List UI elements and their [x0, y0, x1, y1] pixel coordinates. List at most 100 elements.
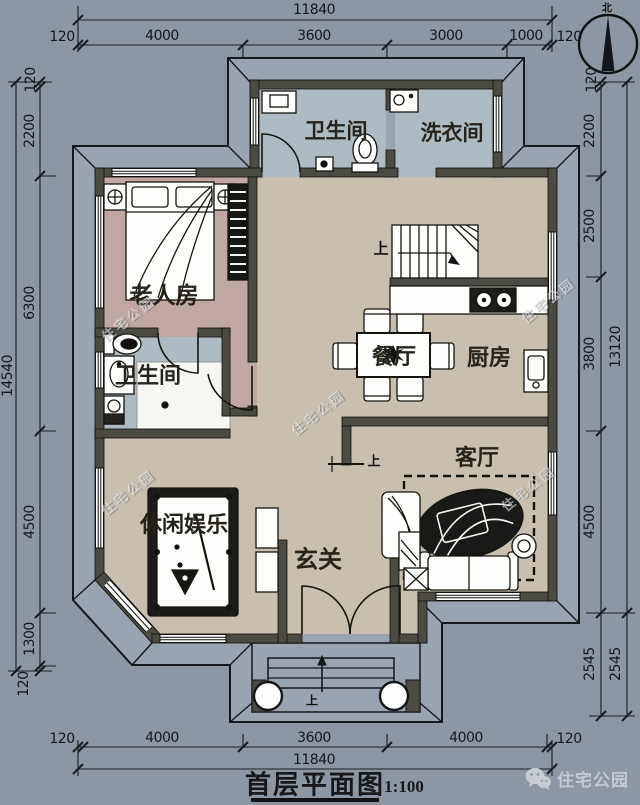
- billiard-table: [147, 487, 239, 617]
- north-label: 北: [602, 3, 612, 15]
- windows: [95, 95, 557, 643]
- window: [111, 168, 197, 177]
- table-plant: [382, 345, 404, 366]
- dim-bottom-seg: 120: [556, 731, 582, 747]
- wechat-icon: [525, 767, 551, 790]
- room-label-leisure: 休闲娱乐: [139, 512, 229, 537]
- dim-left-seg: 120: [23, 67, 39, 93]
- dim-left-seg: 6300: [22, 286, 38, 320]
- room-label-elder-bedroom: 老人房: [129, 283, 199, 308]
- living-rug-zone: [402, 474, 536, 582]
- bed: [125, 181, 215, 301]
- toilet: [351, 133, 379, 173]
- wardrobe: [227, 183, 249, 281]
- toilet-cistern: [261, 90, 297, 114]
- dim-right-seg: 2500: [582, 209, 598, 243]
- furniture: [103, 89, 549, 617]
- laundry-tub: [103, 395, 125, 425]
- room-label-kitchen: 厨房: [466, 345, 512, 370]
- stove: [469, 287, 517, 313]
- window: [493, 95, 502, 153]
- window: [159, 634, 227, 643]
- dim-bottom-seg: 4000: [449, 730, 483, 746]
- door-entry-left: [301, 585, 351, 635]
- room-label-dining: 餐厅: [371, 344, 417, 369]
- dim-left-seg: 2200: [22, 114, 38, 148]
- north-arrow-icon: [577, 13, 639, 75]
- up-marker-entry: 上: [305, 693, 319, 708]
- porch: [251, 642, 421, 713]
- rug: [416, 488, 524, 560]
- page-title: 首层平面图: [244, 770, 386, 800]
- door-bath-top: [261, 133, 301, 173]
- doors: [157, 133, 401, 635]
- dim-top-seg: 3000: [429, 28, 463, 44]
- dim-right-seg: 4500: [582, 505, 598, 539]
- window: [435, 592, 521, 601]
- dimension-lines: [8, 6, 635, 776]
- floor-drain: [161, 401, 169, 409]
- dim-bottom-seg: 4000: [145, 730, 179, 746]
- kitchen-sink: [523, 349, 549, 393]
- dim-top-seg: 1000: [509, 28, 543, 44]
- dim-right-seg: 3800: [582, 337, 598, 371]
- window: [95, 195, 104, 309]
- brand-logo: 住宅公园: [524, 766, 629, 791]
- porch-column: [378, 680, 410, 712]
- window: [250, 97, 259, 146]
- drawing-scale: 1:100: [384, 777, 424, 796]
- washbasin: [103, 355, 135, 395]
- dim-right-total-lower: 2545: [608, 647, 624, 681]
- window: [548, 451, 557, 516]
- porch-column: [252, 680, 284, 712]
- dim-top-seg: 3600: [297, 28, 331, 44]
- dim-top-seg: 4000: [145, 28, 179, 44]
- shoe-cabinet: [398, 531, 421, 571]
- dim-right-seg: 120: [584, 67, 600, 93]
- room-label-foyer: 玄关: [294, 547, 342, 574]
- step-marker: [328, 456, 364, 472]
- stairs: [391, 224, 479, 279]
- room-label-living: 客厅: [454, 445, 500, 470]
- dim-left-seg: 1300: [22, 622, 38, 656]
- washing-machine: [389, 89, 419, 113]
- room-label-bath2: 卫生间: [114, 363, 182, 388]
- plant-decor: [403, 567, 429, 591]
- dim-left-seg: 120: [16, 671, 32, 697]
- room-label-laundry: 洗衣间: [420, 121, 484, 145]
- dim-top-seg: 120: [49, 29, 75, 45]
- dim-top-seg: 120: [556, 29, 582, 45]
- dim-right-total-upper: 13120: [608, 325, 624, 369]
- foyer-cabinet: [255, 507, 279, 593]
- toilet: [103, 333, 142, 355]
- dim-right-seg: 2545: [582, 647, 598, 681]
- entry-step-arrow: [317, 654, 327, 692]
- brand-logo-text: 住宅公园: [557, 771, 629, 790]
- dining-table: [356, 332, 431, 378]
- dim-bottom-total: 11840: [292, 752, 336, 768]
- window: [548, 231, 557, 301]
- nightstand: [103, 183, 127, 211]
- dim-bottom-seg: 120: [49, 731, 75, 747]
- floor-drain: [315, 156, 334, 172]
- up-marker-stairs: 上: [373, 241, 389, 258]
- door-entry-right: [349, 585, 401, 635]
- dim-top-total: 11840: [292, 2, 336, 18]
- dim-right-seg: 2200: [582, 114, 598, 148]
- kitchen-counter: [389, 285, 549, 315]
- dimension-ticks: [10, 14, 633, 775]
- side-table: [511, 533, 537, 559]
- room-label-bath-top: 卫生间: [304, 119, 368, 143]
- sofa: [419, 551, 519, 591]
- window: [95, 351, 104, 389]
- up-marker-step: 上: [367, 453, 381, 469]
- door-bath2: [157, 332, 199, 374]
- title-underline: [251, 798, 379, 802]
- window-bay: [103, 579, 153, 633]
- door-bedroom-suite: [207, 366, 253, 411]
- window: [95, 467, 104, 549]
- dim-bottom-seg: 3600: [297, 730, 331, 746]
- dim-left-seg: 4500: [22, 505, 38, 539]
